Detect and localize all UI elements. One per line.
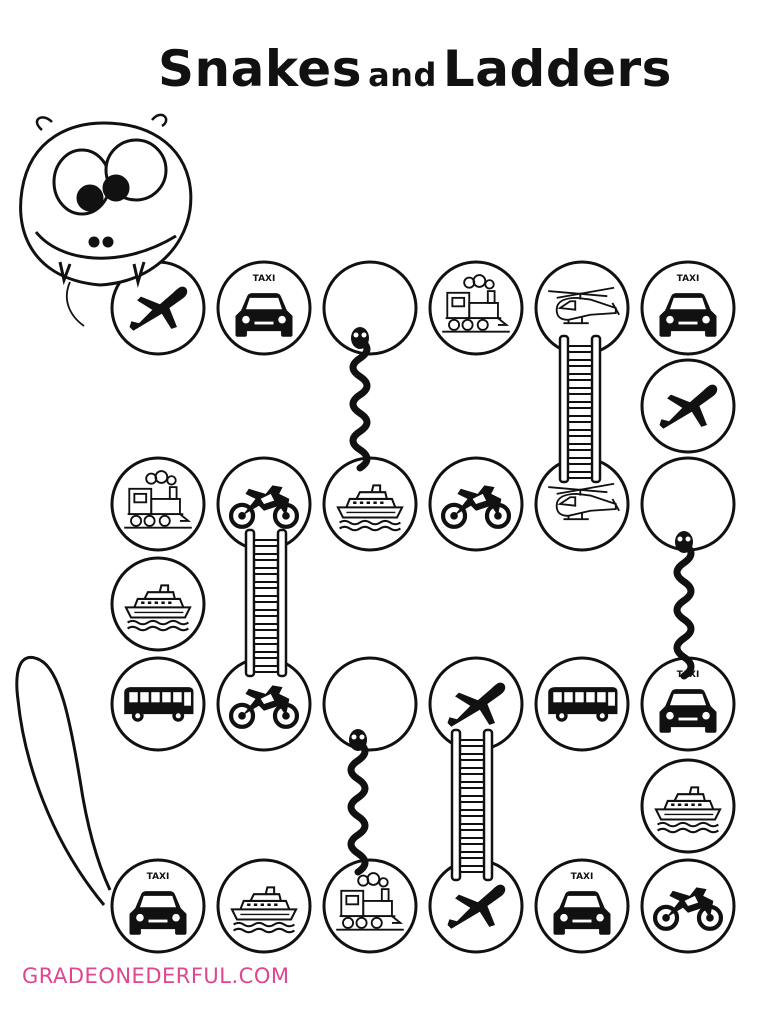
board-cell: [534, 656, 630, 752]
cell-circle: [322, 656, 418, 752]
board-cell: [322, 260, 418, 356]
title-word-snakes: Snakes: [158, 40, 362, 98]
board-cell: [640, 758, 736, 854]
cell-circle: [322, 456, 418, 552]
snake-head: [19, 113, 193, 327]
board-cell: [110, 656, 206, 752]
board-cell: TAXI: [534, 858, 630, 954]
game-title: Snakes and Ladders: [0, 40, 768, 98]
ladders: [244, 334, 602, 882]
snake-tail: [15, 656, 106, 906]
taxi-sign-label: TAXI: [571, 872, 594, 882]
board-cell: [428, 260, 524, 356]
cell-circle: [110, 556, 206, 652]
board-cell: [110, 456, 206, 552]
taxi-sign-label: TAXI: [677, 274, 700, 284]
board-cell: [640, 858, 736, 954]
taxi-sign-label: TAXI: [253, 274, 276, 284]
board-cell: [428, 456, 524, 552]
board-cell: [322, 656, 418, 752]
board-cell: [640, 358, 736, 454]
board-cell: TAXI: [216, 260, 312, 356]
board-cell: [322, 858, 418, 954]
ladder: [558, 334, 602, 484]
board-cell: TAXI: [110, 858, 206, 954]
snakes: [347, 327, 695, 876]
board-cell: [322, 456, 418, 552]
cell-circle: [216, 858, 312, 954]
cell-circle: [640, 758, 736, 854]
title-word-ladders: Ladders: [442, 40, 672, 98]
cell-circle: [322, 260, 418, 356]
board-cell: [216, 858, 312, 954]
board-cell: [110, 556, 206, 652]
ladder: [450, 728, 494, 882]
board-cell: TAXI: [640, 260, 736, 356]
snake-head: [675, 531, 693, 553]
snake: [673, 531, 695, 680]
ladder: [244, 528, 288, 678]
taxi-sign-label: TAXI: [147, 872, 170, 882]
snake-head: [351, 327, 369, 349]
snake-head: [349, 729, 367, 751]
title-word-and: and: [368, 56, 437, 94]
snake: [349, 327, 371, 472]
snake: [347, 729, 369, 876]
site-footer-credit: GRADEONEDERFUL.COM: [22, 964, 290, 988]
